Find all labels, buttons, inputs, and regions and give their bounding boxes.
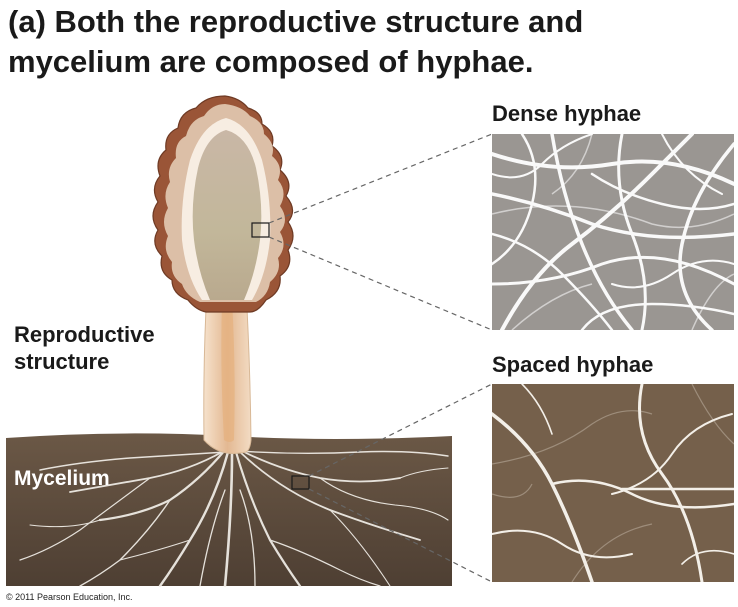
dense-hyphae-label: Dense hyphae — [492, 101, 642, 126]
figure-title: (a) Both the reproductive structure and … — [8, 2, 728, 82]
spaced-hyphae-panel — [492, 384, 734, 582]
connector-lines — [268, 133, 493, 583]
mycelium-label: Mycelium — [14, 467, 110, 490]
spaced-hyphae-label: Spaced hyphae — [492, 352, 654, 377]
mycelium-strands — [19, 448, 449, 588]
cap-zoom-box — [251, 222, 270, 238]
cap-interior — [192, 130, 262, 300]
title-line-1: (a) Both the reproductive structure and — [8, 4, 584, 39]
reproductive-structure-label: Reproductive structure — [14, 321, 155, 375]
reproductive-label-line-2: structure — [14, 349, 110, 374]
title-line-2: mycelium are composed of hyphae. — [8, 44, 534, 79]
mycelium-zoom-box — [291, 475, 310, 490]
copyright-credit: © 2011 Pearson Education, Inc. — [6, 592, 133, 602]
dense-hyphae-panel — [492, 134, 734, 330]
reproductive-label-line-1: Reproductive — [14, 322, 155, 347]
soil — [6, 433, 452, 586]
